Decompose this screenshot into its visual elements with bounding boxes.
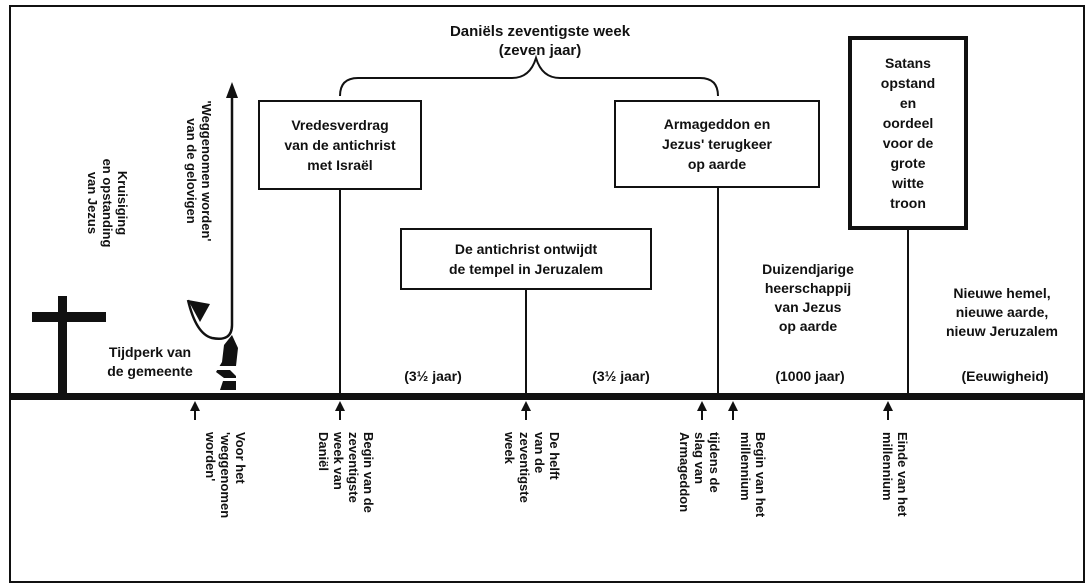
church-age-label: Tijdperk van de gemeente bbox=[107, 344, 193, 379]
period-first-half: (3½ jaar) bbox=[404, 368, 462, 384]
week-title: Daniëls zeventigste week bbox=[449, 23, 631, 40]
marker-arrow-end-millennium bbox=[883, 401, 893, 420]
new-heaven-label: Nieuwe hemel, nieuwe aarde, nieuw Jeruza… bbox=[945, 285, 1059, 339]
marker-arrow-middle-week bbox=[521, 401, 531, 420]
marker-before-rapture: Voor het 'weggenomen worden' bbox=[203, 432, 248, 519]
marker-armageddon-battle: tijdens de slag van Armageddon bbox=[677, 432, 722, 513]
treaty-box: Vredesverdrag van de antichrist met Isra… bbox=[258, 100, 422, 190]
marker-start-week: Begin van de zeventigste week van Daniël bbox=[316, 432, 376, 513]
satan-box: Satans opstand en oordeel voor de grote … bbox=[848, 36, 968, 230]
period-millennium: (1000 jaar) bbox=[775, 368, 845, 384]
marker-end-millennium: Einde van het millennium bbox=[880, 432, 910, 517]
rapture-arrow-icon bbox=[186, 82, 238, 340]
week-brace bbox=[339, 54, 719, 97]
marker-start-millennium: Begin van het millennium bbox=[738, 432, 768, 518]
rapture-label: 'Weggenomen worden' van de gelovigen bbox=[184, 100, 214, 242]
millennium-reign-label: Duizendjarige heerschappij van Jezus op … bbox=[762, 261, 854, 334]
marker-arrow-start-millennium bbox=[728, 401, 738, 420]
cross-label: Kruisiging en opstanding van Jezus bbox=[85, 158, 130, 248]
armageddon-box: Armageddon en Jezus' terugkeer op aarde bbox=[614, 100, 820, 188]
figure-icon bbox=[212, 335, 242, 390]
marker-middle-week: De helft van de zeventigste week bbox=[502, 432, 562, 503]
cross-icon bbox=[32, 296, 106, 396]
outer-frame bbox=[9, 5, 1085, 583]
marker-arrow-start-week bbox=[335, 401, 345, 420]
period-second-half: (3½ jaar) bbox=[592, 368, 650, 384]
week-subtitle: (zeven jaar) bbox=[498, 42, 582, 59]
period-eternity: (Eeuwigheid) bbox=[961, 368, 1049, 384]
temple-box: De antichrist ontwijdt de tempel in Jeru… bbox=[400, 228, 652, 290]
marker-arrow-before-rapture bbox=[190, 401, 200, 420]
timeline-axis bbox=[10, 393, 1084, 400]
marker-arrow-armageddon bbox=[697, 401, 707, 420]
